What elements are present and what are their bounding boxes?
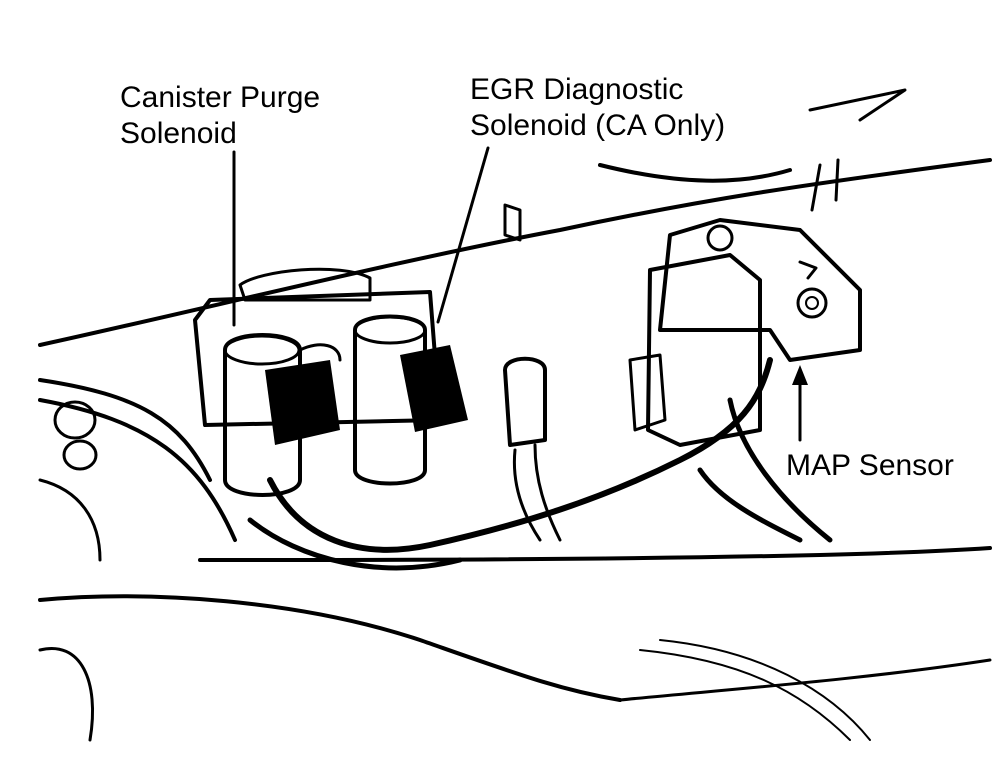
egr-diagnostic-leader xyxy=(436,146,490,324)
canister-purge-label-line2: Solenoid xyxy=(120,117,237,150)
body-outline xyxy=(38,88,992,742)
vacuum-connector xyxy=(503,356,562,542)
solenoid-bracket xyxy=(193,203,522,427)
left-bolts xyxy=(53,400,98,471)
canister-purge-solenoid-label: Canister Purge Solenoid xyxy=(120,80,320,152)
egr-diagnostic-label-line2: Solenoid (CA Only) xyxy=(470,109,726,142)
map-sensor-label-text: MAP Sensor xyxy=(786,449,954,482)
canister-purge-solenoid xyxy=(223,333,342,497)
wiring-harness xyxy=(247,357,833,571)
egr-diagnostic-solenoid-label: EGR Diagnostic Solenoid (CA Only) xyxy=(470,72,725,144)
canister-purge-label-line1: Canister Purge xyxy=(120,81,321,114)
egr-diagnostic-solenoid xyxy=(353,314,468,486)
egr-diagnostic-label-line1: EGR Diagnostic xyxy=(470,73,684,106)
map-sensor xyxy=(628,218,862,447)
callout-leaders xyxy=(232,146,808,442)
map-sensor-label: MAP Sensor xyxy=(786,448,954,484)
map-sensor-arrowhead xyxy=(792,365,808,385)
